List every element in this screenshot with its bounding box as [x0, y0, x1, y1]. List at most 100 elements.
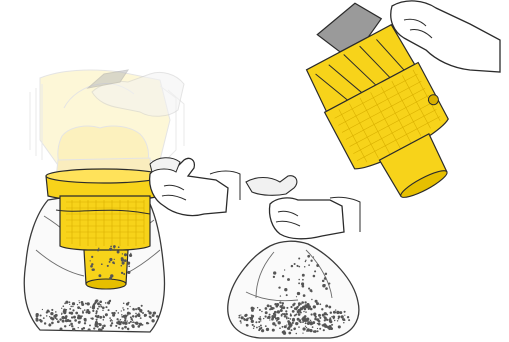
debris-speck	[121, 310, 122, 311]
debris-speck	[263, 318, 264, 319]
debris-speck	[118, 246, 120, 248]
debris-speck	[280, 309, 283, 312]
debris-speck	[336, 311, 339, 314]
debris-speck	[79, 321, 81, 323]
debris-speck	[310, 329, 312, 331]
debris-speck	[117, 251, 120, 254]
debris-speck	[124, 259, 127, 262]
debris-speck	[244, 319, 246, 321]
debris-speck	[72, 306, 73, 307]
debris-speck	[323, 316, 325, 318]
debris-speck	[308, 321, 311, 324]
debris-speck	[152, 314, 155, 317]
debris-speck	[305, 326, 306, 327]
debris-speck	[307, 255, 310, 258]
debris-speck	[319, 303, 321, 305]
debris-speck	[39, 319, 40, 320]
debris-speck	[132, 308, 134, 310]
debris-speck	[260, 320, 261, 321]
debris-speck	[110, 246, 112, 248]
debris-speck	[324, 277, 327, 280]
debris-speck	[302, 279, 304, 281]
debris-speck	[258, 318, 260, 320]
debris-speck	[313, 305, 316, 308]
debris-speck	[98, 274, 101, 277]
debris-speck	[304, 315, 307, 318]
debris-speck	[296, 265, 298, 267]
debris-speck	[109, 261, 111, 263]
debris-speck	[132, 322, 133, 323]
debris-speck	[127, 262, 130, 265]
debris-speck	[97, 308, 99, 310]
debris-speck	[286, 324, 287, 325]
debris-speck	[274, 303, 277, 306]
debris-speck	[257, 307, 258, 308]
hand-holding-bag-icon	[150, 158, 240, 216]
debris-speck	[65, 319, 68, 322]
debris-speck	[244, 314, 247, 317]
debris-speck	[89, 324, 91, 326]
debris-speck	[121, 327, 123, 329]
debris-speck	[129, 306, 130, 307]
debris-speck	[98, 306, 100, 308]
debris-speck	[308, 264, 310, 266]
debris-speck	[43, 317, 45, 319]
debris-speck	[238, 315, 240, 317]
debris-speck	[85, 303, 87, 305]
debris-speck	[99, 316, 102, 319]
debris-speck	[139, 323, 142, 326]
debris-speck	[343, 322, 344, 323]
debris-speck	[90, 306, 91, 307]
debris-speck	[121, 257, 124, 260]
debris-speck	[246, 324, 247, 325]
debris-speck	[302, 320, 304, 322]
debris-speck	[302, 301, 304, 303]
debris-speck	[109, 248, 112, 251]
debris-speck	[302, 327, 305, 330]
debris-speck	[135, 313, 137, 315]
debris-speck	[266, 328, 269, 331]
debris-speck	[324, 284, 326, 286]
debris-speck	[319, 317, 321, 319]
debris-speck	[253, 326, 255, 328]
debris-speck	[292, 310, 295, 313]
debris-speck	[334, 320, 335, 321]
debris-speck	[132, 320, 133, 321]
debris-speck	[150, 317, 151, 318]
debris-speck	[100, 304, 102, 306]
debris-speck	[135, 308, 137, 310]
debris-speck	[282, 306, 285, 309]
debris-speck	[348, 319, 350, 321]
debris-speck	[139, 309, 142, 312]
debris-speck	[102, 325, 103, 326]
debris-speck	[98, 248, 99, 249]
debris-speck	[253, 328, 254, 329]
debris-speck	[114, 259, 115, 260]
debris-speck	[347, 316, 349, 318]
debris-speck	[338, 318, 340, 320]
debris-speck	[251, 314, 252, 315]
debris-speck	[294, 314, 296, 316]
debris-speck	[87, 311, 90, 314]
debris-speck	[78, 327, 79, 328]
debris-speck	[298, 266, 300, 268]
debris-speck	[137, 314, 140, 317]
debris-speck	[251, 307, 254, 310]
debris-speck	[287, 278, 290, 281]
debris-speck	[63, 316, 64, 317]
debris-speck	[44, 322, 46, 324]
debris-speck	[72, 309, 74, 311]
debris-speck	[123, 316, 125, 318]
debris-speck	[60, 328, 63, 331]
debris-speck	[127, 312, 130, 315]
debris-speck	[69, 308, 71, 310]
debris-speck	[46, 315, 48, 317]
debris-speck	[124, 320, 126, 322]
debris-speck	[311, 313, 313, 315]
debris-speck	[273, 313, 275, 315]
debris-speck	[69, 301, 71, 303]
debris-speck	[318, 323, 321, 326]
debris-speck	[110, 324, 112, 326]
debris-speck	[102, 310, 103, 311]
debris-speck	[269, 308, 271, 310]
